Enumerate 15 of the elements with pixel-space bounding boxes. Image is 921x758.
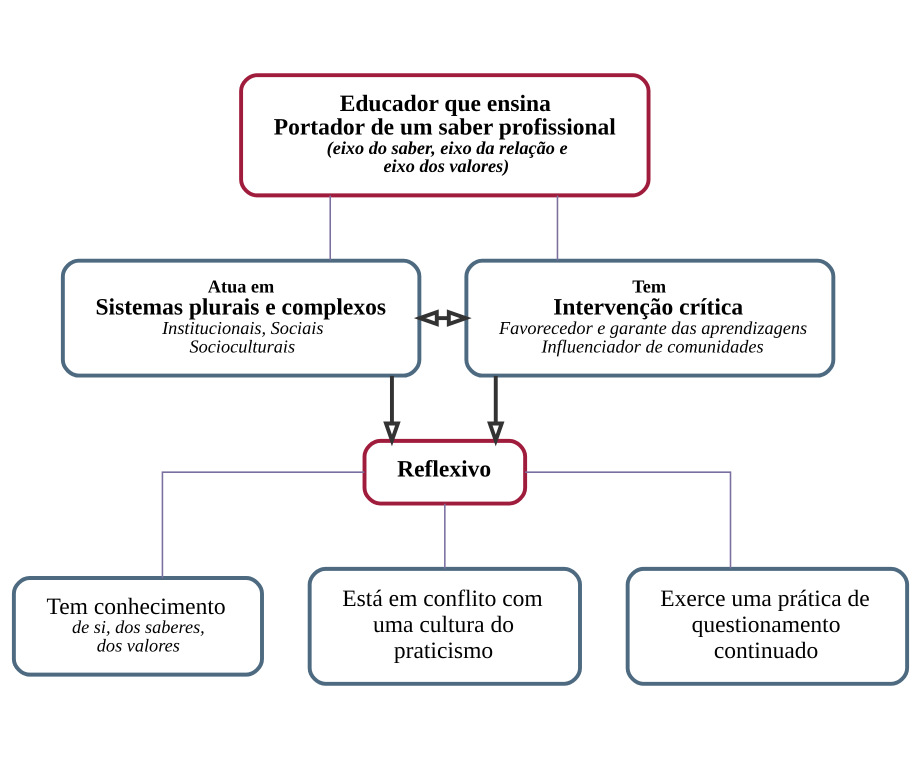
arrow (383, 375, 401, 446)
node-box: Educador que ensina Portador de um saber profissional (eixo do saber, eixo da relação e eixo dos valores) (239, 72, 650, 197)
arrow (414, 308, 472, 326)
node-box: Exerce uma prática de questionamento continuado (626, 566, 910, 686)
connector (525, 470, 732, 568)
connector (444, 503, 446, 568)
node-box: Está em conflito com uma cultura do praticismo (308, 566, 582, 686)
node-box: Tem Intervenção crítica Favorecedor e garante das aprendizagens Influenciador de comunidades (464, 258, 836, 378)
node-box: Atua em Sistemas plurais e complexos Institucionais, Sociais Socioculturais (60, 258, 422, 378)
node-box: Reflexivo (362, 438, 528, 506)
connector (162, 470, 364, 578)
arrow (487, 375, 504, 446)
node-box: Tem conhecimento de si, dos saberes, dos valores (12, 576, 264, 676)
connector (329, 195, 332, 260)
connector (556, 195, 558, 260)
